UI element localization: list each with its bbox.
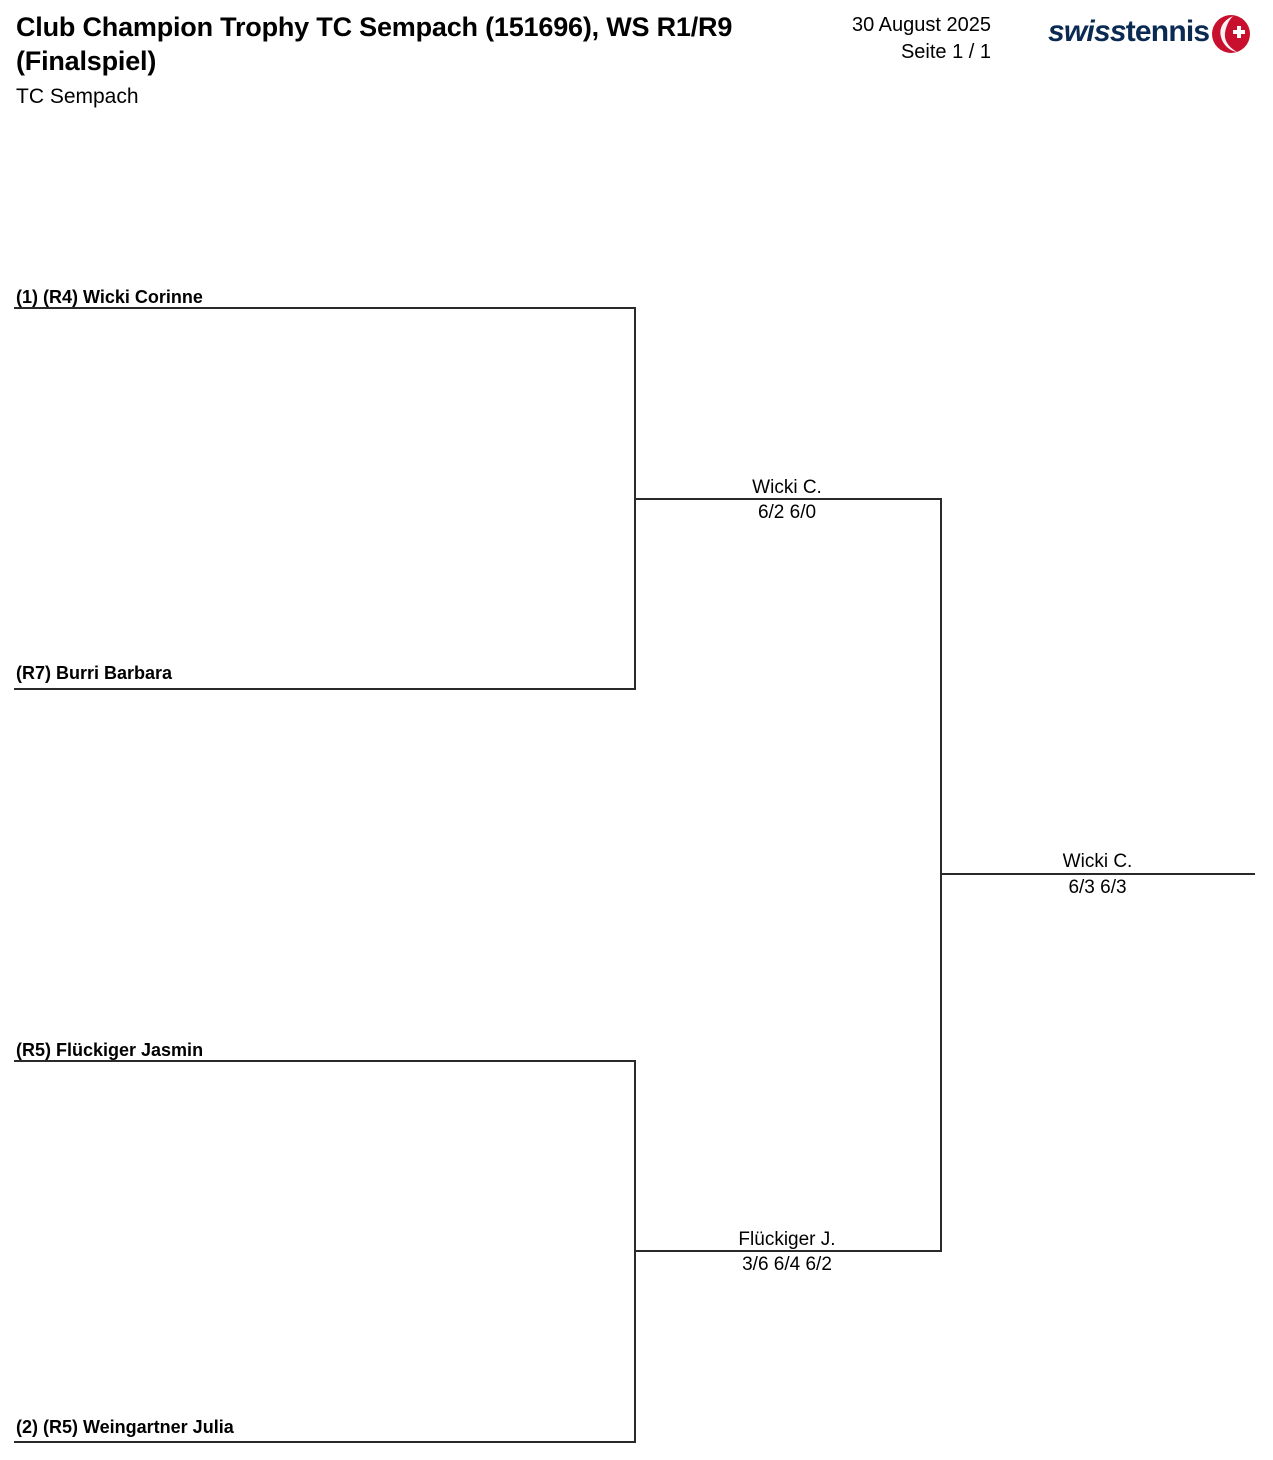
swiss-tennis-logo: swisstennis <box>1048 12 1260 54</box>
final-result-line <box>940 873 1255 875</box>
header-meta: 30 August 2025 Seite 1 / 1 <box>786 12 991 66</box>
club-name: TC Sempach <box>16 85 139 108</box>
semifinal-bottom-line <box>634 1250 940 1252</box>
semifinal-top-winner[interactable]: Wicki C. <box>752 477 822 498</box>
bracket-entry-4[interactable]: (2) (R5) Weingartner Julia <box>16 1417 234 1437</box>
entry-1-underline <box>14 307 634 309</box>
entry-3-underline <box>14 1060 634 1062</box>
bracket-entry-1[interactable]: (1) (R4) Wicki Corinne <box>16 287 203 307</box>
bracket-entry-2[interactable]: (R7) Burri Barbara <box>16 663 173 683</box>
semifinal-bottom-winner[interactable]: Flückiger J. <box>738 1229 836 1250</box>
bracket-entry-3[interactable]: (R5) Flückiger Jasmin <box>16 1040 204 1060</box>
semifinal-bottom-score: 3/6 6/4 6/2 <box>742 1254 832 1275</box>
semifinal-top-line <box>634 498 940 500</box>
entry-4-underline <box>14 1441 634 1443</box>
entry-2-underline <box>14 688 634 690</box>
print-date: 30 August 2025 <box>851 14 991 36</box>
logo-word-swiss: swiss <box>1048 15 1127 48</box>
connector-final-vertical <box>940 498 942 1252</box>
semifinal-top-score: 6/2 6/0 <box>757 502 817 523</box>
logo-wordmark: swisstennis <box>1048 14 1210 50</box>
final-winner[interactable]: Wicki C. <box>1062 851 1133 872</box>
page-title: Club Champion Trophy TC Sempach (151696)… <box>16 12 733 77</box>
final-score: 6/3 6/3 <box>1068 877 1127 898</box>
swiss-tennis-cross-icon <box>1212 15 1250 53</box>
logo-word-tennis: tennis <box>1125 15 1210 48</box>
page-number: Seite 1 / 1 <box>900 41 991 64</box>
